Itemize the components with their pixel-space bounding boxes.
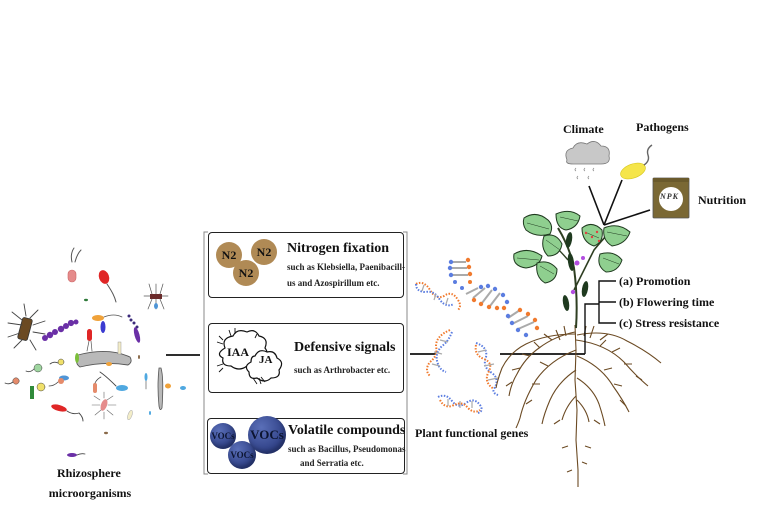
factor-connectors [588, 179, 651, 226]
microbe-purple-bottom [67, 453, 77, 457]
leaf [536, 261, 558, 284]
mechanism-title: Nitrogen fixation [287, 241, 390, 256]
mechanism-title: Volatile compounds [288, 423, 406, 438]
mechanism-box-nitrogen-fixation: N2 N2 N2 Nitrogen fixation such as Klebs… [208, 232, 406, 298]
cloud-rain-icon [565, 141, 610, 180]
mechanism-box-volatile-compounds: VOCs VOCs VOCs Volatile compounds such a… [207, 416, 406, 474]
dna-helix-small-3 [474, 342, 499, 396]
factor-label-pathogens: Pathogens [636, 120, 689, 134]
microorganisms-illustration [4, 247, 186, 457]
outcome-promotion: (a) Promotion [619, 274, 691, 288]
ja-label: JA [259, 354, 273, 366]
mechanism-subtitle: such as Klebsiella, Paenibacill- [287, 262, 406, 272]
leaf [542, 234, 563, 257]
n2-molecule-icon: N2 [233, 260, 259, 286]
dna-helix-group [415, 257, 540, 414]
mechanism-subtitle: such as Bacillus, Pseudomonas [288, 444, 406, 454]
microbe-brown-rod [7, 303, 46, 351]
microbe-grey-rod [75, 341, 132, 368]
leaf [603, 225, 631, 247]
factor-label-nutrition: Nutrition [698, 193, 746, 207]
microbes-label-line2: microorganisms [48, 486, 132, 500]
factor-label-climate: Climate [563, 122, 604, 136]
microbe-red-small [87, 329, 92, 341]
iaa-label: IAA [227, 345, 250, 359]
plant-genes-label: Plant functional genes [415, 426, 529, 440]
mechanism-box-defensive-signals: IAA JA Defensive signals such as Arthrob… [208, 323, 404, 393]
microbe-small-cocci-group [4, 358, 69, 399]
dna-helix-small-4 [437, 394, 483, 414]
npk-bag-text: NPK [660, 192, 679, 201]
microbe-spiky-pink [91, 391, 117, 420]
signal-clouds-icon [216, 328, 283, 385]
microbe-purple-rod [133, 327, 141, 343]
voc-molecule-icon: VOCs [248, 416, 286, 454]
mechanism-subtitle: us and Azospirillum etc. [287, 278, 380, 288]
microbe-red-rod-bottom [51, 404, 67, 412]
microbe-blue-tail [116, 385, 128, 391]
pathogen-icon [620, 144, 653, 180]
dna-helix-small-1 [415, 281, 461, 311]
microbe-red-cocci [98, 270, 117, 303]
outcome-stress-resistance: (c) Stress resistance [619, 316, 720, 330]
left-bracket [203, 231, 208, 475]
dna-helix-large [447, 257, 540, 338]
plant-illustration [513, 210, 631, 329]
mechanism-subtitle: and Serratia etc. [300, 458, 364, 468]
mechanism-title: Defensive signals [294, 340, 396, 355]
leaf [555, 210, 581, 231]
microbe-blue-rod [100, 321, 106, 333]
microbes-label-line1: Rhizosphere [57, 466, 121, 480]
n2-molecule-icon: N2 [251, 239, 277, 265]
microbe-blue-dot [154, 303, 158, 309]
microbe-purple-chain-right [127, 314, 139, 329]
npk-bag-icon [652, 177, 690, 219]
microbe-pink-rod [67, 247, 82, 283]
microbe-orange [92, 315, 104, 321]
right-bracket [403, 231, 408, 475]
microbe-purple-chain [42, 319, 79, 341]
microbe-grey-vertical [157, 367, 164, 410]
mechanism-subtitle: such as Arthrobacter etc. [294, 365, 391, 375]
leaf [598, 252, 623, 273]
outcome-bracket [584, 280, 616, 354]
outcome-flowering-time: (b) Flowering time [619, 295, 715, 309]
root-system [495, 324, 662, 487]
leaf [522, 214, 553, 236]
dna-helix-small-2 [426, 329, 453, 377]
